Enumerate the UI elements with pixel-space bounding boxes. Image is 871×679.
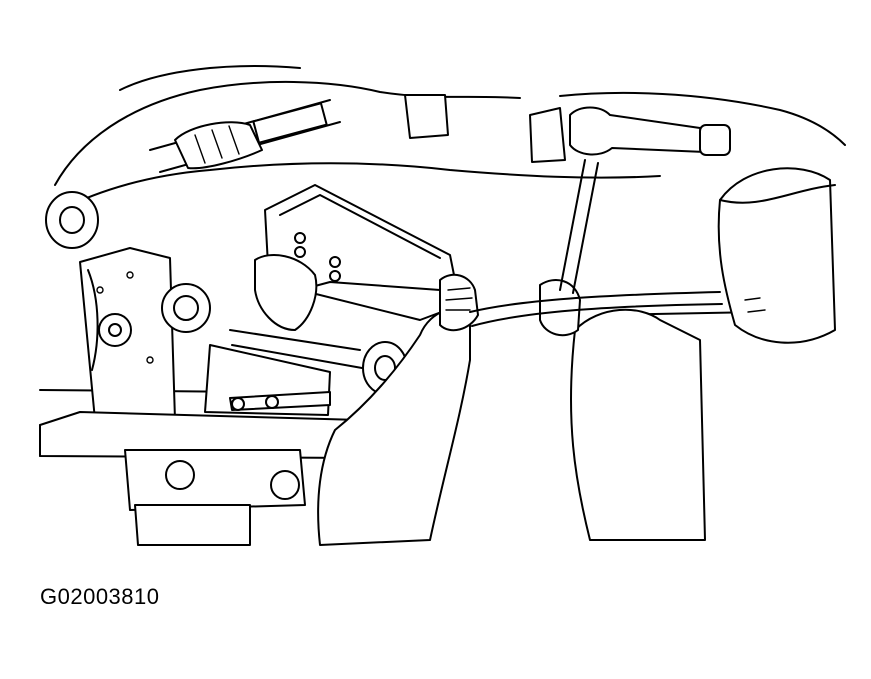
suspension-arm bbox=[404, 94, 731, 163]
frame-bushing bbox=[45, 191, 99, 249]
mechanic-transmission-removal-illustration bbox=[39, 65, 846, 546]
figure-code-label: G02003810 bbox=[40, 584, 160, 609]
drive-shaft bbox=[149, 99, 341, 173]
transmission-jack bbox=[39, 344, 361, 546]
mechanic-center bbox=[254, 254, 479, 546]
mechanic-right bbox=[539, 159, 836, 541]
crossmember-rod bbox=[469, 291, 723, 327]
transmission-case bbox=[79, 247, 211, 421]
